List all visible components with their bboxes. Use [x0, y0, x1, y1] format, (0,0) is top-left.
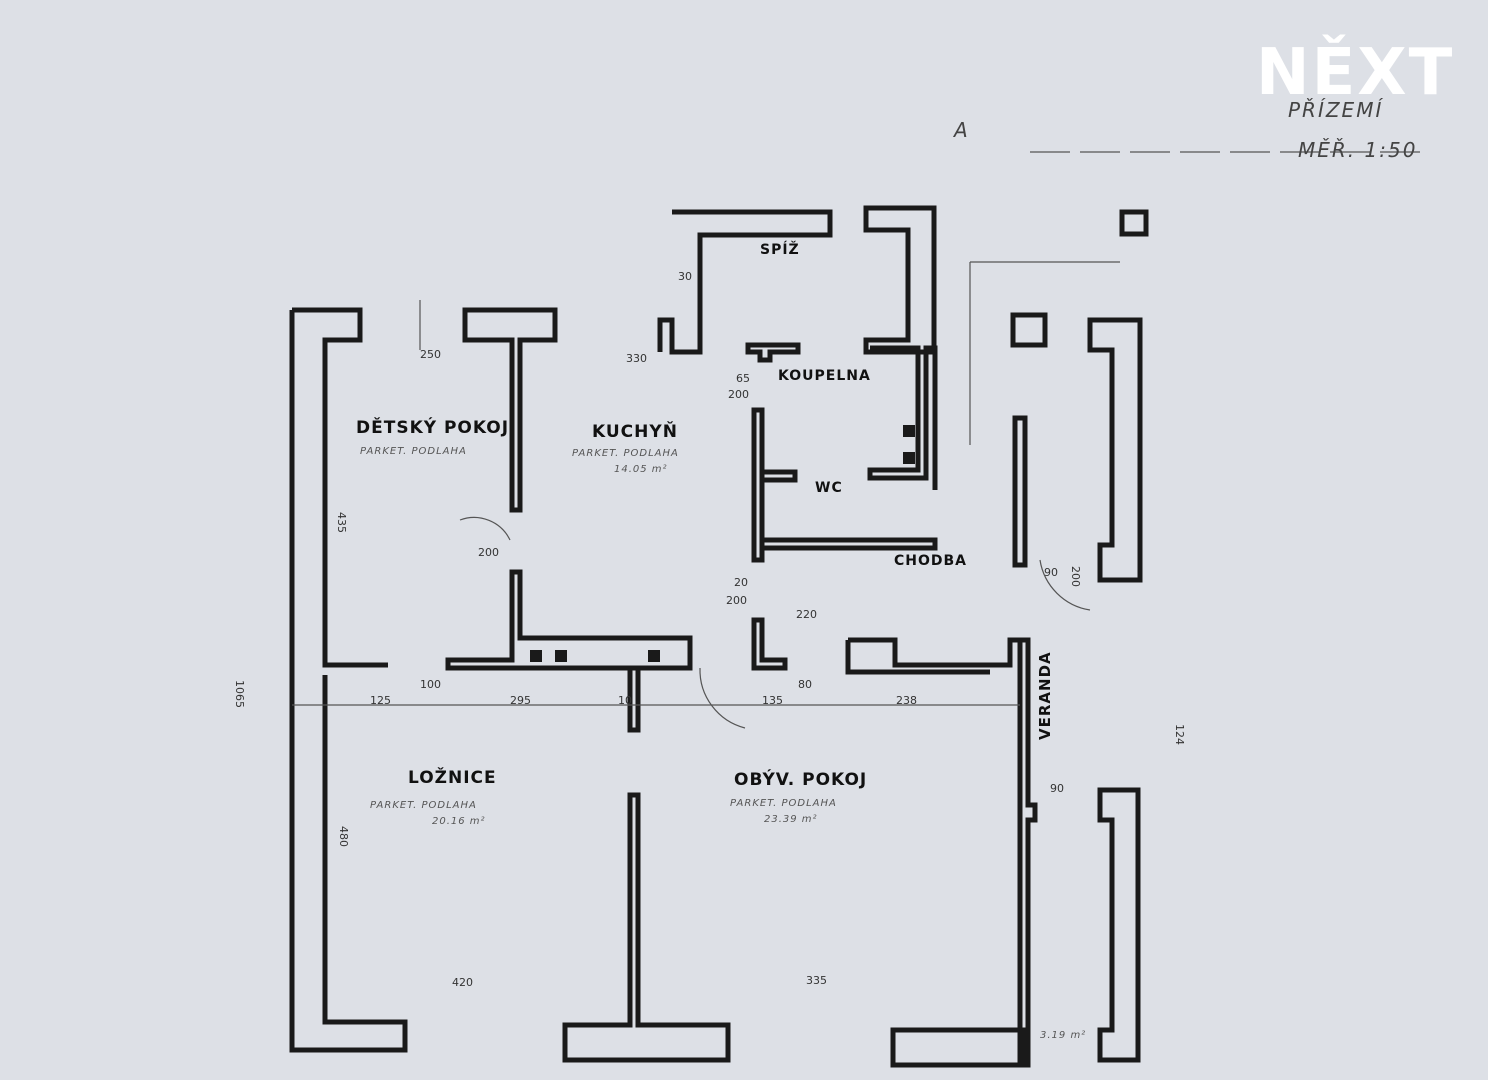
- room-wc: WC: [815, 480, 843, 496]
- wall-child-kitchen: [462, 307, 558, 513]
- dim-90-veranda: 90: [1044, 566, 1058, 579]
- room-koupelna: KOUPELNA: [778, 368, 871, 384]
- dim-200-bath: 200: [728, 388, 749, 401]
- room-veranda-area: 3.19 m²: [1040, 1030, 1087, 1041]
- vent-2: [555, 650, 567, 662]
- wall-left-outer: [292, 307, 388, 668]
- wall-veranda-left: [1012, 415, 1028, 568]
- dim-65: 65: [736, 372, 750, 385]
- vent-5: [903, 452, 915, 464]
- dim-330: 330: [626, 352, 647, 365]
- room-kuchyn-area: 14.05 m²: [614, 464, 668, 475]
- room-veranda: VERANDA: [1036, 651, 1054, 740]
- wall-bottom-right: [890, 637, 1038, 1068]
- room-loznice-area: 20.16 m²: [432, 816, 486, 827]
- wall-bath: [745, 342, 801, 363]
- dim-90-veranda-b: 90: [1050, 782, 1064, 795]
- vent-3: [648, 650, 660, 662]
- dim-80: 80: [798, 678, 812, 691]
- next-logo: NĚXT: [1256, 36, 1455, 110]
- dim-100: 100: [420, 678, 441, 691]
- dim-220: 220: [796, 608, 817, 621]
- wall-wc-bottom: [762, 537, 938, 551]
- wall-living-top: [848, 637, 1018, 668]
- dim-125: 125: [370, 694, 391, 707]
- dim-238: 238: [896, 694, 917, 707]
- room-loznice-floor: PARKET. PODLAHA: [370, 800, 477, 811]
- floor-title: PŘÍZEMÍ: [1288, 98, 1384, 122]
- room-loznice: LOŽNICE: [408, 768, 497, 788]
- wall-bottom-mid: [562, 792, 731, 1063]
- section-mark: A: [954, 118, 970, 142]
- dim-10: 10: [618, 694, 632, 707]
- wall-living-top-b: [845, 640, 990, 675]
- wall-bath-right: [867, 345, 938, 490]
- dim-335: 335: [806, 974, 827, 987]
- room-obyv-pokoj-floor: PARKET. PODLAHA: [730, 798, 837, 809]
- wall-veranda-bottom: [1097, 787, 1141, 1063]
- wall-hall-stub: [751, 617, 788, 671]
- dim-200-veranda: 200: [1069, 566, 1082, 587]
- dim-1065: 1065: [233, 680, 246, 708]
- room-detsky-pokoj: DĚTSKÝ POKOJ: [356, 418, 510, 438]
- wall-wc-mid: [762, 469, 798, 483]
- wall-pantry-right: [863, 205, 937, 355]
- dim-250: 250: [420, 348, 441, 361]
- vent-4: [903, 425, 915, 437]
- scale-label: MĚŘ. 1:50: [1298, 138, 1418, 162]
- room-kuchyn-floor: PARKET. PODLAHA: [572, 448, 679, 459]
- room-obyv-pokoj: OBÝV. POKOJ: [734, 770, 868, 790]
- wall-child-kitchen-lower: [445, 569, 693, 671]
- dim-435: 435: [335, 512, 348, 533]
- dim-200-hall: 200: [726, 594, 747, 607]
- room-obyv-pokoj-area: 23.39 m²: [764, 814, 818, 825]
- room-spiz: SPÍŽ: [760, 242, 800, 258]
- dim-295: 295: [510, 694, 531, 707]
- dim-124: 124: [1173, 724, 1186, 745]
- wall-veranda-top-block: [1010, 312, 1048, 348]
- dim-30: 30: [678, 270, 692, 283]
- vent-1: [530, 650, 542, 662]
- room-kuchyn: KUCHYŇ: [592, 422, 678, 442]
- door-swing-2: [1039, 559, 1091, 611]
- dim-135: 135: [762, 694, 783, 707]
- wall-veranda-right: [1087, 317, 1143, 583]
- chimney-top: [1119, 209, 1149, 237]
- dim-20: 20: [734, 576, 748, 589]
- wall-left-inner: [289, 310, 408, 1053]
- door-swing-3: [459, 516, 511, 541]
- wall-pantry: [657, 209, 833, 355]
- wall-bottom-mid-top: [627, 668, 641, 733]
- dim-200-child: 200: [478, 546, 499, 559]
- wall-wc-left: [751, 407, 765, 563]
- dim-420: 420: [452, 976, 473, 989]
- dim-480: 480: [337, 826, 350, 847]
- room-chodba: CHODBA: [894, 553, 968, 569]
- room-detsky-pokoj-floor: PARKET. PODLAHA: [360, 446, 467, 457]
- door-swing-1: [699, 667, 746, 729]
